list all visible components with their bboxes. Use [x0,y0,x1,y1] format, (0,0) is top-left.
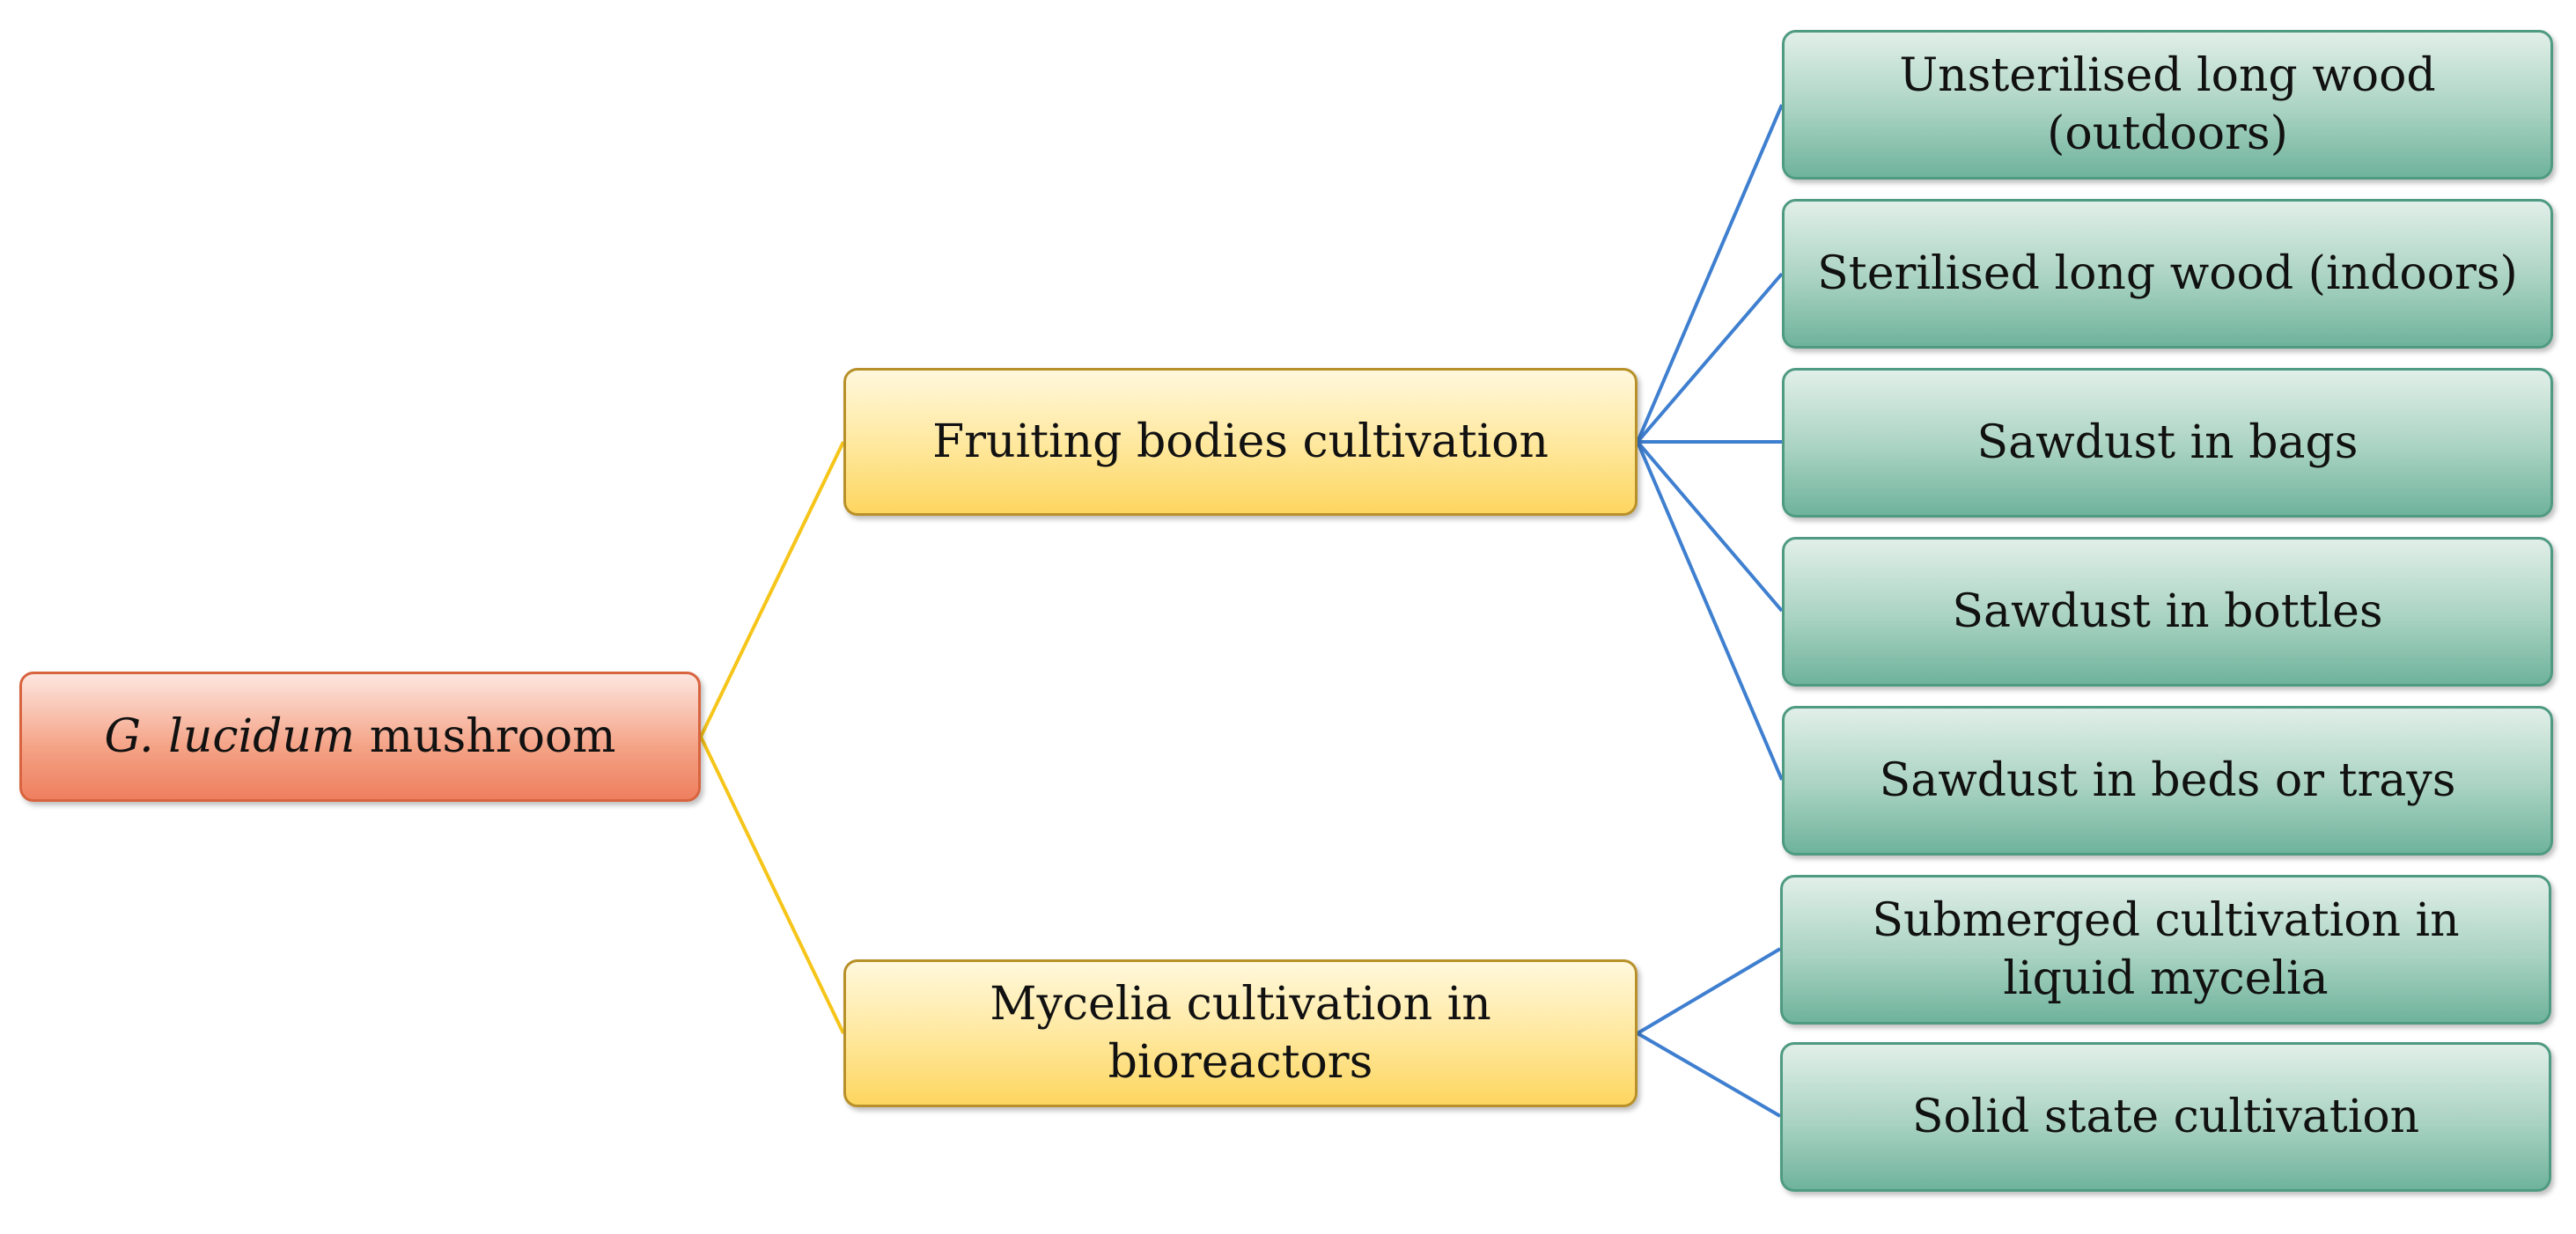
node-mycelia-cultivation: Mycelia cultivation in bioreactors [843,959,1638,1107]
leaf-sawdust-in-bags: Sawdust in bags [1782,368,2553,518]
node-label: Fruiting bodies cultivation [932,415,1549,468]
root-node-g-lucidum: G. lucidum mushroom [19,672,701,802]
link-fruiting-sterilised [1636,272,1784,444]
leaf-unsterilised-long-wood: Unsterilised long wood (outdoors) [1782,30,2553,180]
leaf-label: Sawdust in bottles [1952,585,2383,638]
link-mycelia-solid [1636,1032,1782,1118]
root-label-species: G. lucidum [104,710,356,763]
root-label-rest: mushroom [355,710,616,763]
leaf-label: Solid state cultivation [1911,1091,2420,1143]
root-label: G. lucidum mushroom [104,708,615,766]
link-mycelia-submerged [1636,947,1782,1035]
node-label: Mycelia cultivation in bioreactors [990,978,1491,1089]
link-fruiting-beds [1636,441,1784,781]
link-fruiting-bottles [1636,440,1784,613]
leaf-label: Unsterilised long wood (outdoors) [1899,49,2436,160]
leaf-label: Sawdust in bags [1976,416,2359,469]
leaf-label: Sterilised long wood (indoors) [1817,247,2518,300]
link-fruiting-unsterilised [1636,104,1784,443]
leaf-label: Submerged cultivation in liquid mycelia [1872,894,2460,1005]
link-root-fruiting [699,441,845,738]
leaf-submerged-cultivation: Submerged cultivation in liquid mycelia [1780,875,2551,1025]
leaf-label: Sawdust in beds or trays [1879,754,2456,807]
leaf-sawdust-in-bottles: Sawdust in bottles [1782,537,2553,687]
leaf-sawdust-in-beds-or-trays: Sawdust in beds or trays [1782,706,2553,856]
link-root-mycelia [699,736,845,1034]
node-fruiting-bodies-cultivation: Fruiting bodies cultivation [843,368,1638,516]
leaf-sterilised-long-wood: Sterilised long wood (indoors) [1782,199,2553,349]
leaf-solid-state-cultivation: Solid state cultivation [1780,1042,2551,1192]
